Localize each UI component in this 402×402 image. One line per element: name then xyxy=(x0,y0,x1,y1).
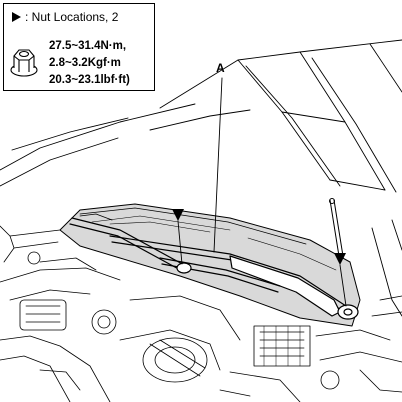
flange-nut-icon xyxy=(10,49,38,77)
torque-lbfft: 20.3~23.1lbf·ft) xyxy=(49,74,130,86)
nut-location-arrow-left xyxy=(172,209,184,265)
engine-components xyxy=(0,267,402,402)
torque-kgfm: 2.8~3.2Kgf·m xyxy=(49,57,121,69)
torque-specification: 27.5~31.4N·m, 2.8~3.2Kgf·m 20.3~23.1lbf·… xyxy=(49,38,130,89)
callout-a-leader xyxy=(213,77,223,253)
fenders xyxy=(0,103,402,317)
nut-location-arrow-right xyxy=(334,253,347,307)
nut-location-marker-icon xyxy=(12,12,21,22)
left-bay-details xyxy=(0,225,97,271)
cowl-top-cover xyxy=(59,203,361,327)
legend-title-text: : Nut Locations, 2 xyxy=(25,10,119,24)
torque-nm: 27.5~31.4N·m, xyxy=(49,40,127,52)
legend-title: : Nut Locations, 2 xyxy=(12,10,118,24)
callout-label-a: A xyxy=(216,61,225,75)
open-hood xyxy=(159,39,402,193)
torque-legend-box: : Nut Locations, 2 27.5~31.4N·m, 2.8~3.2… xyxy=(3,3,155,91)
wiper-linkage-a xyxy=(69,213,359,320)
